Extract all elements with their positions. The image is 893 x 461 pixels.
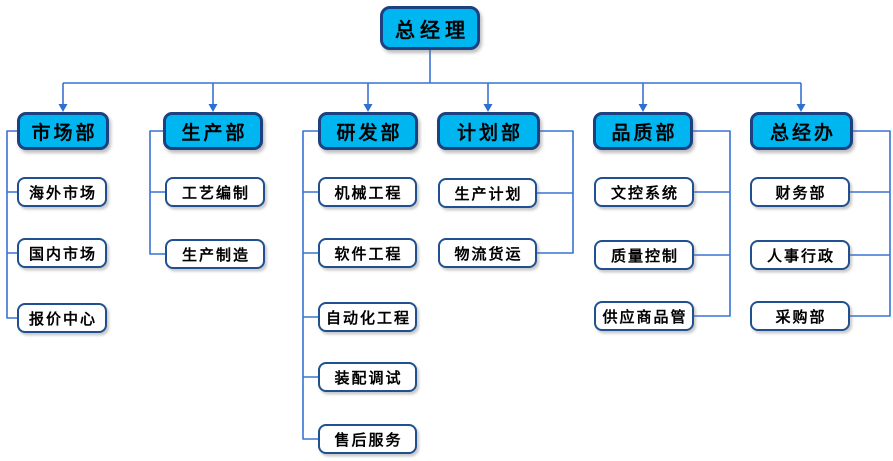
sub-node-quotation-center[interactable]: 报价中心 (17, 303, 107, 333)
sub-node-domestic-market[interactable]: 国内市场 (17, 238, 107, 268)
arrow-down-icon (796, 104, 806, 112)
sub-node-manufacturing[interactable]: 生产制造 (165, 239, 265, 269)
sub-node-software-engineering[interactable]: 软件工程 (318, 238, 417, 268)
sub-node-production-planning[interactable]: 生产计划 (438, 178, 537, 208)
sub-node-assembly-debugging[interactable]: 装配调试 (318, 362, 417, 392)
sub-node-process-planning[interactable]: 工艺编制 (165, 177, 265, 207)
sub-node-finance[interactable]: 财务部 (750, 177, 850, 207)
arrow-down-icon (208, 104, 218, 112)
arrow-down-icon (483, 104, 493, 112)
sub-node-overseas-market[interactable]: 海外市场 (17, 177, 107, 207)
arrow-down-icon (638, 104, 648, 112)
dept-node-gm-office[interactable]: 总经办 (750, 112, 853, 150)
root-node-general-manager[interactable]: 总经理 (380, 6, 480, 50)
dept-node-production[interactable]: 生产部 (163, 112, 263, 150)
arrow-down-icon (58, 104, 68, 112)
sub-node-supplier-quality[interactable]: 供应商品管 (594, 301, 694, 331)
sub-node-quality-control[interactable]: 质量控制 (594, 240, 694, 270)
arrow-down-icon (363, 104, 373, 112)
dept-node-marketing[interactable]: 市场部 (17, 112, 109, 150)
sub-node-document-control[interactable]: 文控系统 (594, 177, 694, 207)
sub-node-hr-admin[interactable]: 人事行政 (750, 240, 850, 270)
sub-node-automation-engineering[interactable]: 自动化工程 (318, 302, 417, 332)
sub-node-purchasing[interactable]: 采购部 (750, 301, 850, 331)
sub-node-after-sales-service[interactable]: 售后服务 (318, 424, 417, 454)
dept-node-quality[interactable]: 品质部 (593, 112, 693, 150)
sub-node-logistics-freight[interactable]: 物流货运 (438, 238, 537, 268)
sub-node-mechanical-engineering[interactable]: 机械工程 (318, 177, 417, 207)
dept-node-planning[interactable]: 计划部 (437, 112, 540, 150)
dept-node-rnd[interactable]: 研发部 (318, 112, 418, 150)
